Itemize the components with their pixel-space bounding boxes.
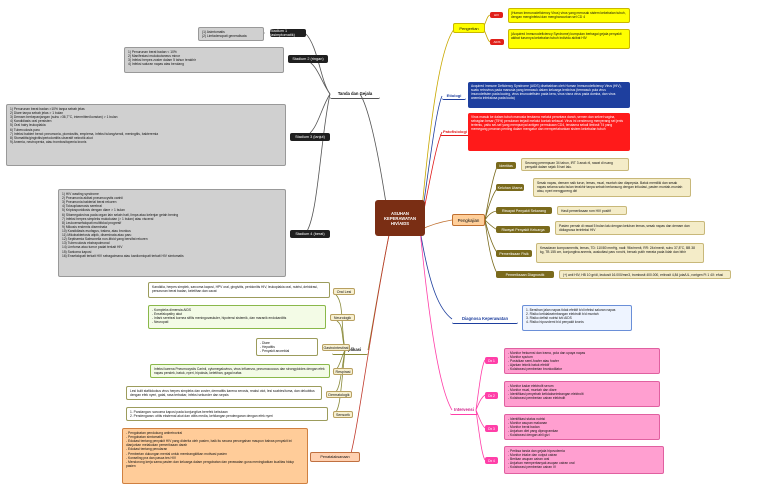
komplikasi-tag-neurologik[interactable]: Neurologik — [330, 314, 355, 321]
tag-label: Dx 4 — [488, 458, 495, 463]
diagnosa-node[interactable]: Diagnosa Keperawatan — [452, 314, 518, 324]
intervensi-label: Intervensi — [454, 407, 474, 412]
intervensi-dx4-text: - Periksa tanda dan gejala hipovolemia -… — [504, 446, 664, 474]
pengkajian-diagnostik-text: (+) anti HIV, HB 10 gr/dl, leukosit 16.0… — [559, 270, 731, 279]
stadium-1-text: (1) Asimtomatis (2) Limfadenopati genera… — [198, 27, 264, 41]
stadium-3-label: Stadium 3 (lanjut) — [295, 135, 325, 139]
pengkajian-riwayat-text: Hasil pemeriksaan rom HIV positif — [557, 206, 627, 215]
pengkajian-keluhan-text: Sesak napas, demam naik turun, lemas, mu… — [533, 178, 691, 197]
tag-label: Sensorik — [336, 412, 350, 417]
penatalaksanaan-label: Penatalaksanaan — [320, 455, 350, 459]
tag-label: Dx 2 — [488, 393, 495, 398]
tag-label: Gastrointestinal — [323, 345, 349, 350]
pengkajian-fisik-node[interactable]: Pemeriksaan Fisik — [496, 250, 532, 257]
stadium-4-text: 1) HIV wasting syndrome 2) Pneumonia aki… — [58, 189, 286, 277]
komplikasi-text-sensorik: 1. Pandangan: sarcoma kaposi pada konjun… — [126, 407, 328, 421]
komplikasi-tag-respirasi[interactable]: Respirasi — [333, 368, 353, 375]
intervensi-dx4-tag[interactable]: Dx 4 — [485, 457, 498, 464]
pengkajian-node[interactable]: Pengkajian — [452, 214, 485, 226]
intervensi-dx1-tag[interactable]: Dx 1 — [485, 357, 498, 364]
node-label: Pemeriksaan Fisik — [499, 251, 529, 256]
node-label: Riwayat Penyakit Keluarga — [501, 227, 545, 232]
stadium-4-label: Stadium 4 (berat) — [295, 232, 325, 236]
penatalaksanaan-text: - Pengobatan pendukung antiretroviral - … — [122, 428, 308, 484]
pengkajian-diagnostik-node[interactable]: Pemeriksaan Diagnostik — [496, 271, 554, 278]
tag-label: Dx 1 — [488, 358, 495, 363]
node-label: Riwayat Penyakit Sekarang — [502, 208, 546, 213]
stadium-2-text: 1) Penurunan berat badan < 10% 2) Manife… — [124, 47, 284, 73]
tanda-gejala-label: Tanda dan Gejala — [337, 91, 373, 96]
etiologi-label: Etiologi — [446, 92, 462, 98]
tag-label: Respirasi — [335, 369, 351, 374]
pengertian-label: Pengertian — [459, 25, 479, 31]
penatalaksanaan-node[interactable]: Penatalaksanaan — [310, 452, 360, 462]
komplikasi-tag-dermatologik[interactable]: Dermatologik — [326, 391, 352, 398]
stadium-4-node[interactable]: Stadium 4 (berat) — [290, 230, 330, 238]
intervensi-dx2-tag[interactable]: Dx 2 — [485, 392, 498, 399]
pengkajian-keluarga-node[interactable]: Riwayat Penyakit Keluarga — [496, 226, 550, 233]
pengkajian-identitas-text: Seorang perempuan 34 tahun, IRT 3 anak r… — [521, 158, 629, 171]
komplikasi-tag-gastro[interactable]: Gastrointestinal — [322, 344, 350, 351]
patofisiologi-label: Patofisiologi — [443, 128, 467, 134]
komplikasi-tag-oral[interactable]: Oral Lesi — [333, 288, 355, 295]
komplikasi-text-gastro: - Diare - Hepatitis - Penyakit anorektal — [256, 338, 318, 356]
node-label: Pemeriksaan Diagnostik — [505, 272, 545, 277]
intervensi-dx1-text: - Monitor frekuensi dan irama, pola dan … — [504, 348, 660, 374]
stadium-1-node[interactable]: Stadium 1 (asimptomatik) — [270, 29, 306, 37]
hiv-tag-label: HIV — [493, 13, 499, 17]
tag-label: Dermatologik — [328, 392, 350, 397]
tanda-gejala-node[interactable]: Tanda dan Gejala — [330, 89, 380, 99]
patofisiologi-text: Virus masuk ke dalam tubuh manusia terut… — [468, 113, 630, 151]
pengkajian-identitas-node[interactable]: Identitas — [496, 162, 516, 169]
aids-text: (Acquired Immunodeficiency Syndrome) kum… — [508, 29, 630, 49]
diagnosa-text: 1. Bersihan jalan napas tidak efektif b/… — [522, 305, 632, 331]
komplikasi-text-oral: Kandidia, herpes simplek, sarcoma kaposi… — [148, 282, 330, 298]
intervensi-dx3-text: - Identifikasi status nutrisi - Monitor … — [504, 414, 660, 440]
komplikasi-text-neurologik: - Kompleks dimensia AIDS - Ensefalopathy… — [148, 305, 326, 329]
center-title: ASUHAN KEPERAWATAN HIV/AIDS — [384, 210, 416, 226]
komplikasi-node[interactable]: Komplikasi — [332, 345, 368, 355]
pengkajian-keluarga-text: Pasien pernah di rawat 5 bulan lalu deng… — [555, 221, 705, 235]
patofisiologi-node[interactable]: Patofisiologi — [440, 127, 470, 136]
pengkajian-label: Pengkajian — [457, 217, 480, 223]
tag-label: Dx 3 — [488, 426, 495, 431]
pengkajian-fisik-text: Kesadaran komposmentis, lemas, TD: 110/8… — [536, 243, 704, 263]
komplikasi-label: Komplikasi — [338, 347, 362, 352]
stadium-2-label: Stadium 2 (ringan) — [292, 57, 324, 61]
intervensi-dx3-tag[interactable]: Dx 3 — [485, 425, 498, 432]
pengertian-node[interactable]: Pengertian — [453, 23, 485, 33]
pengkajian-keluhan-node[interactable]: Keluhan Utama — [496, 184, 524, 191]
tag-label: Oral Lesi — [336, 289, 352, 294]
tag-label: Neurologik — [333, 315, 352, 320]
hiv-text: (Human Immunodeficiency Virus) virus yan… — [508, 8, 630, 23]
stadium-1-label: Stadium 1 (asimptomatik) — [270, 29, 295, 37]
stadium-3-text: 1) Penurunan berat badan >10% tanpa seba… — [6, 104, 286, 166]
etiologi-text: Acquired Immune Deficiency Syndrome (AID… — [468, 82, 630, 108]
center-node[interactable]: ASUHAN KEPERAWATAN HIV/AIDS — [375, 200, 425, 236]
komplikasi-tag-sensorik[interactable]: Sensorik — [333, 411, 353, 418]
aids-tag-label: AIDS — [493, 40, 501, 44]
diagnosa-label: Diagnosa Keperawatan — [461, 316, 509, 321]
node-label: Keluhan Utama — [497, 185, 523, 190]
aids-tag[interactable]: AIDS — [490, 39, 504, 45]
hiv-tag[interactable]: HIV — [490, 12, 503, 18]
komplikasi-text-dermatologik: Lesi kulit stafilokokus virus herpes sim… — [126, 386, 322, 400]
stadium-3-node[interactable]: Stadium 3 (lanjut) — [290, 133, 330, 141]
komplikasi-text-respirasi: Infeksi karena Pneumocystis Carinii, cyt… — [150, 364, 330, 378]
intervensi-node[interactable]: Intervensi — [450, 405, 478, 415]
node-label: Identitas — [499, 163, 513, 168]
pengkajian-riwayat-node[interactable]: Riwayat Penyakit Sekarang — [496, 207, 552, 214]
intervensi-dx2-text: - Monitor kadar elektrolit serum - Monit… — [504, 381, 660, 407]
etiologi-node[interactable]: Etiologi — [442, 91, 466, 100]
stadium-2-node[interactable]: Stadium 2 (ringan) — [288, 55, 328, 63]
